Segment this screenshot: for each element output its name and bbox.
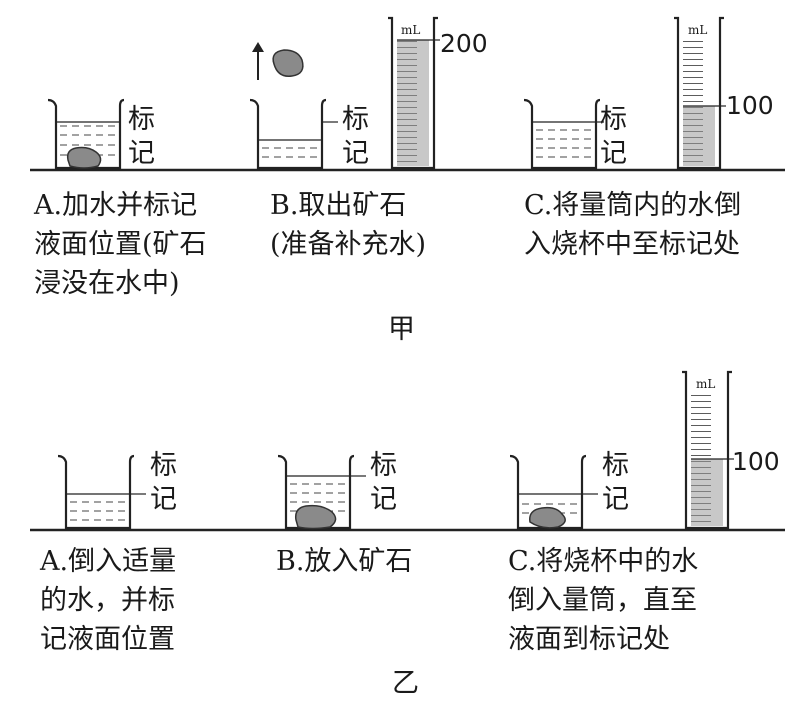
caption-line: B.放入矿石 — [276, 546, 412, 577]
cylinder-unit: mL — [688, 23, 707, 37]
mark-label-c-yi: 标 记 — [602, 450, 629, 515]
cylinder-200-jia: mL 200 — [388, 16, 488, 170]
cylinder-unit: mL — [401, 23, 420, 37]
mark-char-1: 标 — [602, 450, 629, 481]
mark-char-2: 记 — [342, 138, 369, 169]
caption-b-yi: B.放入矿石 — [276, 546, 412, 577]
beaker-c-jia — [523, 98, 604, 170]
group-label-yi: 乙 — [392, 668, 419, 699]
caption-line: B.取出矿石 — [270, 190, 406, 221]
cylinder-reading: 100 — [726, 91, 774, 120]
mark-char-1: 标 — [342, 104, 369, 135]
mark-char-2: 记 — [370, 484, 397, 515]
mark-char-1: 标 — [370, 450, 397, 481]
cylinder-reading: 200 — [440, 29, 488, 58]
cylinder-reading: 100 — [732, 447, 780, 476]
lifted-rock-icon — [272, 49, 304, 77]
cylinder-unit: mL — [696, 377, 715, 391]
rock-icon — [66, 146, 102, 169]
caption-line: A.加水并标记 — [33, 190, 197, 221]
caption-line: 倒入量筒，直至 — [508, 585, 697, 616]
mark-char-1: 标 — [150, 450, 177, 481]
mark-char-2: 记 — [128, 138, 155, 169]
arrow-head-icon — [252, 42, 264, 52]
mark-label-c-jia: 标 记 — [600, 104, 627, 169]
caption-line: 液面位置(矿石 — [34, 229, 207, 260]
caption-line: C.将烧杯中的水 — [508, 546, 698, 577]
caption-c-yi: C.将烧杯中的水 倒入量筒，直至 液面到标记处 — [508, 546, 698, 655]
caption-a-jia: A.加水并标记 液面位置(矿石 浸没在水中) — [33, 190, 207, 299]
beaker-c-yi — [509, 454, 598, 530]
beaker-b-jia — [249, 42, 338, 170]
mark-char-2: 记 — [602, 484, 629, 515]
mark-char-1: 标 — [128, 104, 155, 135]
cylinder-100-jia: mL 100 — [674, 16, 774, 170]
group-yi: 标 记 标 记 标 记 — [30, 370, 785, 699]
beaker-a-yi — [57, 454, 146, 530]
caption-line: (准备补充水) — [270, 229, 426, 260]
caption-line: 的水，并标 — [40, 585, 175, 616]
mark-label-a-jia: 标 记 — [128, 104, 155, 169]
caption-line: 入烧杯中至标记处 — [524, 229, 740, 260]
caption-line: 液面到标记处 — [508, 624, 670, 655]
mark-label-b-jia: 标 记 — [342, 104, 369, 169]
caption-line: 浸没在水中) — [34, 268, 180, 299]
rock-icon — [294, 504, 337, 530]
mark-char-2: 记 — [150, 484, 177, 515]
group-label-jia: 甲 — [388, 314, 415, 345]
caption-b-jia: B.取出矿石 (准备补充水) — [270, 190, 426, 260]
mark-label-a-yi: 标 记 — [150, 450, 177, 515]
beaker-a-jia — [47, 98, 125, 170]
mark-label-b-yi: 标 记 — [370, 450, 397, 515]
caption-line: 记液面位置 — [40, 624, 175, 655]
cylinder-100-yi: mL 100 — [682, 370, 780, 530]
mark-char-1: 标 — [600, 104, 627, 135]
mark-char-2: 记 — [600, 138, 627, 169]
caption-line: C.将量筒内的水倒 — [524, 190, 741, 221]
rock-icon — [529, 506, 566, 529]
beaker-b-yi — [277, 454, 366, 530]
caption-line: A.倒入适量 — [39, 546, 176, 577]
group-jia: 标 记 标 记 mL 200 — [30, 16, 785, 345]
caption-c-jia: C.将量筒内的水倒 入烧杯中至标记处 — [524, 190, 741, 260]
caption-a-yi: A.倒入适量 的水，并标 记液面位置 — [39, 546, 176, 655]
